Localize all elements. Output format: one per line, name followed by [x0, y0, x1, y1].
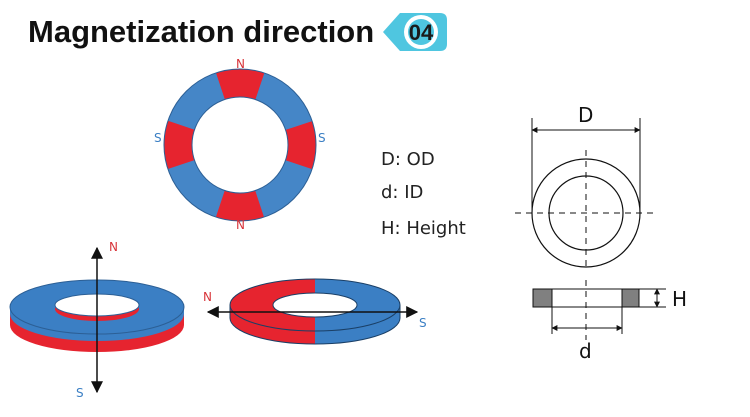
step-badge: 04 [383, 13, 447, 51]
ring-north-bottom-arc [164, 69, 316, 221]
outer-diameter-label: D [578, 103, 593, 127]
diametral-north-label: N [203, 290, 212, 304]
diametral-south-label: S [419, 316, 427, 330]
axial-south-label: S [76, 386, 84, 400]
ring-right-south-label: S [318, 131, 326, 145]
legend-od: D: OD [381, 149, 435, 170]
inner-diameter-label: d [579, 339, 592, 363]
technical-drawing: D d H [515, 103, 687, 363]
ring-bottom-north-label: N [236, 218, 245, 232]
page-title: Magnetization direction [28, 14, 374, 49]
ring-left-south-label: S [154, 131, 162, 145]
height-label: H [672, 287, 687, 311]
radial-ring: N N S S [154, 57, 326, 232]
axial-north-label: N [109, 240, 118, 254]
legend-id: d: ID [381, 182, 423, 203]
step-badge-number: 04 [409, 20, 434, 45]
ring-top-north-label: N [236, 57, 245, 71]
legend-height: H: Height [381, 218, 466, 239]
diametral-ring: N S [203, 278, 427, 345]
axial-ring: N S [9, 240, 185, 400]
dimension-legend: D: OD d: ID H: Height [381, 149, 466, 239]
